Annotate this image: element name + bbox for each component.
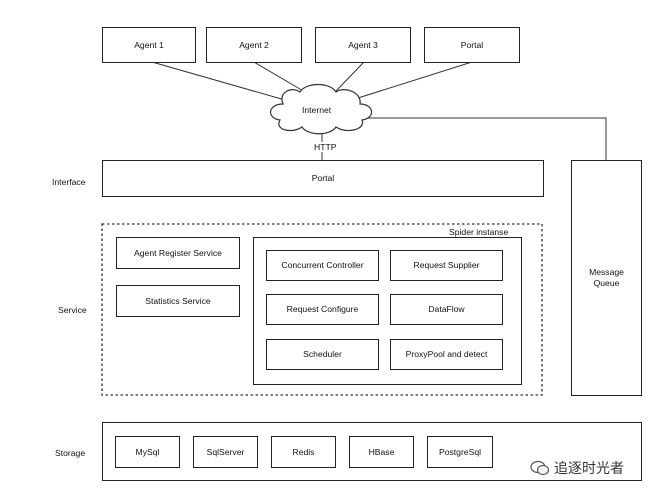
dataflow-label: DataFlow [428, 304, 465, 315]
agent-2-label: Agent 2 [239, 39, 269, 50]
agent-2-box: Agent 2 [206, 27, 302, 63]
watermark: 追逐时光者 [530, 458, 624, 478]
agent-register-service-label: Agent Register Service [134, 247, 222, 258]
storage-postgresql-label: PostgreSql [438, 446, 482, 457]
dataflow-box: DataFlow [390, 294, 503, 325]
link-internet-queue [364, 117, 607, 160]
link-portal-internet [357, 61, 473, 99]
storage-mysql-label: MySql [135, 446, 160, 457]
statistics-service-box: Statistics Service [116, 285, 240, 317]
layer-label-service: Service [58, 305, 87, 315]
link-agent1-internet [151, 61, 286, 101]
storage-hbase-box: HBase [349, 436, 414, 468]
spider-instance-title: Spider instanse [449, 227, 509, 237]
service-layer-frame [101, 223, 543, 396]
concurrent-controller-box: Concurrent Controller [266, 250, 379, 281]
storage-redis-label: Redis [292, 446, 315, 457]
wechat-icon [530, 460, 550, 476]
agent-3-box: Agent 3 [315, 27, 411, 63]
portal-top-label: Portal [460, 39, 484, 50]
concurrent-controller-label: Concurrent Controller [281, 260, 364, 271]
agent-1-box: Agent 1 [102, 27, 196, 63]
watermark-text: 追逐时光者 [554, 460, 624, 476]
scheduler-label: Scheduler [303, 349, 342, 360]
storage-mysql-box: MySql [115, 436, 180, 468]
request-configure-label: Request Configure [286, 304, 359, 315]
message-queue-box: Message Queue [571, 160, 642, 396]
interface-portal-box: Portal [102, 160, 544, 197]
storage-hbase-label: HBase [368, 446, 395, 457]
statistics-service-label: Statistics Service [145, 295, 211, 306]
agent-register-service-box: Agent Register Service [116, 237, 240, 269]
message-queue-label: Message Queue [589, 267, 624, 288]
link-agent3-internet [334, 61, 365, 93]
storage-redis-box: Redis [271, 436, 336, 468]
portal-top-box: Portal [424, 27, 520, 63]
request-configure-box: Request Configure [266, 294, 379, 325]
scheduler-box: Scheduler [266, 339, 379, 370]
agent-1-label: Agent 1 [134, 39, 164, 50]
internet-label: Internet [302, 105, 332, 115]
interface-portal-label: Portal [311, 173, 335, 184]
layer-label-interface: Interface [52, 177, 86, 187]
storage-sqlserver-box: SqlServer [193, 436, 258, 468]
http-label: HTTP [312, 142, 339, 152]
internet-cloud [270, 83, 373, 135]
proxypool-label: ProxyPool and detect [405, 349, 488, 360]
proxypool-box: ProxyPool and detect [390, 339, 503, 370]
link-agent2-internet [253, 61, 306, 93]
storage-sqlserver-label: SqlServer [206, 446, 245, 457]
request-supplier-label: Request Supplier [413, 260, 480, 271]
layer-label-storage: Storage [55, 448, 86, 458]
request-supplier-box: Request Supplier [390, 250, 503, 281]
storage-postgresql-box: PostgreSql [427, 436, 493, 468]
agent-3-label: Agent 3 [348, 39, 378, 50]
